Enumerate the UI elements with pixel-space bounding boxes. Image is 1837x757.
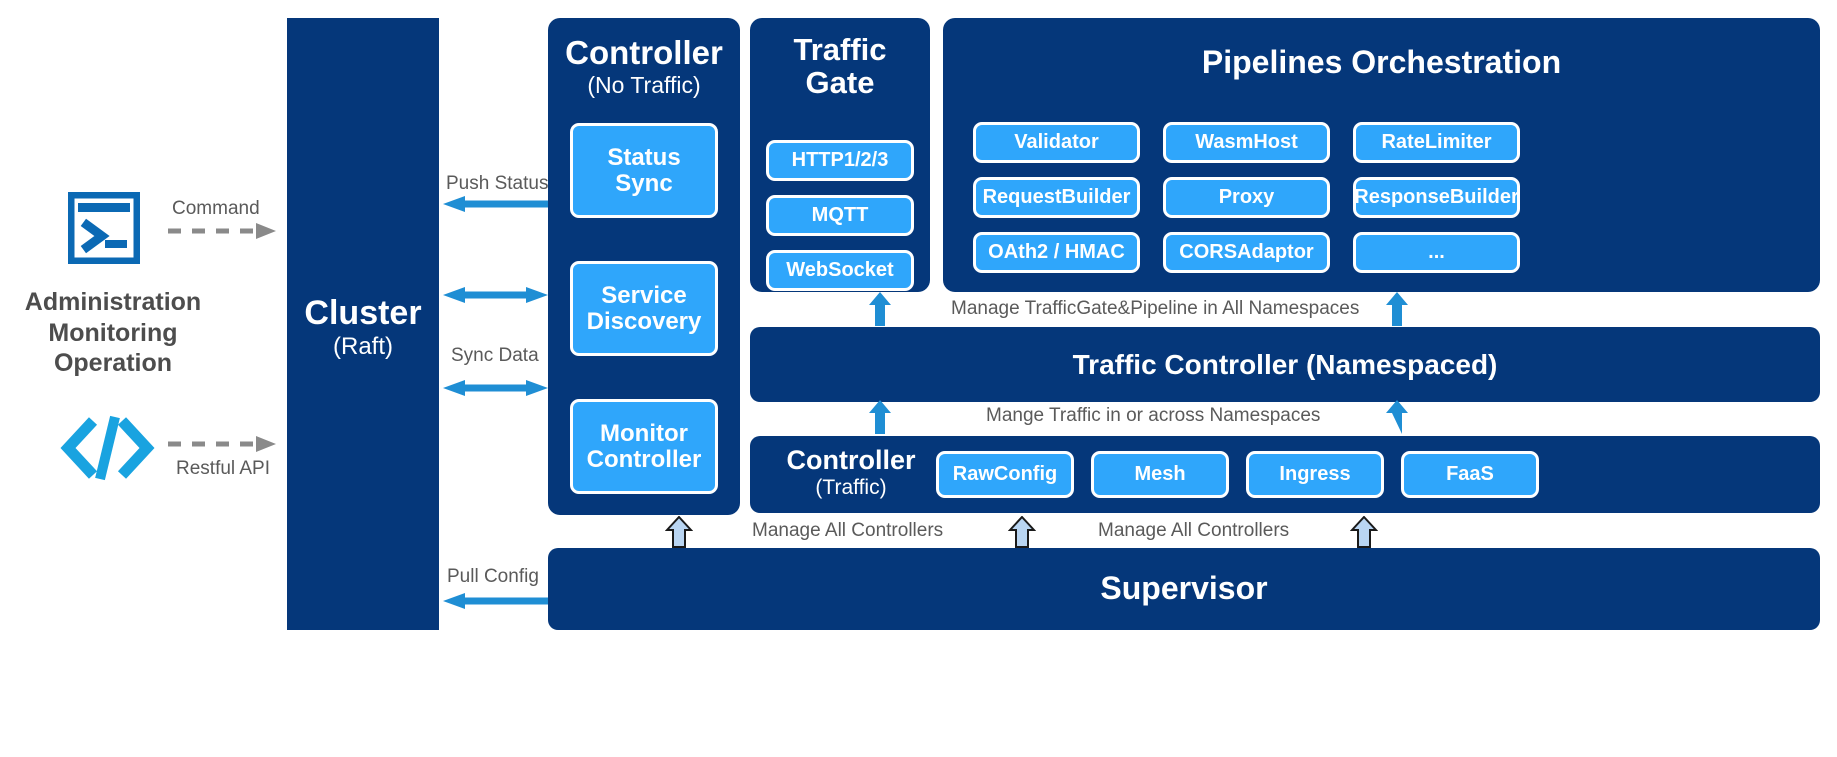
- chip-service-discovery[interactable]: Service Discovery: [570, 261, 718, 356]
- controller-no-traffic-title-group: Controller (No Traffic): [548, 18, 740, 97]
- chip-http[interactable]: HTTP1/2/3: [766, 140, 914, 181]
- restful-api-label: Restful API: [176, 458, 270, 479]
- chip-mesh[interactable]: Mesh: [1091, 451, 1229, 498]
- chip-oauth2-hmac-label: OAth2 / HMAC: [988, 240, 1125, 263]
- controller-no-traffic-panel[interactable]: Controller (No Traffic) Status Sync Serv…: [548, 18, 740, 515]
- chip-mqtt-label: MQTT: [811, 203, 869, 226]
- chip-validator-label: Validator: [1014, 130, 1099, 153]
- chip-mqtt[interactable]: MQTT: [766, 195, 914, 236]
- traffic-note-up-arrow-right: [1385, 400, 1409, 434]
- chip-ellipsis-label: ...: [1428, 240, 1445, 263]
- chip-requestbuilder[interactable]: RequestBuilder: [973, 177, 1140, 218]
- chip-corsadaptor[interactable]: CORSAdaptor: [1163, 232, 1330, 273]
- cluster-panel[interactable]: Cluster (Raft): [287, 18, 439, 630]
- controller-no-traffic-subtitle: (No Traffic): [587, 71, 701, 98]
- chip-ratelimiter-label: RateLimiter: [1381, 130, 1492, 153]
- chip-oauth2-hmac[interactable]: OAth2 / HMAC: [973, 232, 1140, 273]
- chip-wasmhost-label: WasmHost: [1195, 130, 1298, 153]
- controller-supervisor-up-arrow: [664, 515, 694, 548]
- supervisor-up-arrow-right: [1349, 515, 1379, 548]
- push-status-arrow: [443, 196, 548, 212]
- manage-traffic-note: Mange Traffic in or across Namespaces: [986, 405, 1321, 426]
- chip-mesh-label: Mesh: [1134, 462, 1186, 485]
- chip-status-sync-line1: Status: [607, 143, 681, 171]
- cluster-title: Cluster: [304, 294, 422, 332]
- chip-rawconfig[interactable]: RawConfig: [936, 451, 1074, 498]
- pipelines-panel[interactable]: Pipelines Orchestration Validator WasmHo…: [943, 18, 1820, 292]
- chip-faas[interactable]: FaaS: [1401, 451, 1539, 498]
- cluster-subtitle: (Raft): [333, 333, 393, 361]
- controller-traffic-title: Controller: [786, 445, 916, 475]
- chip-status-sync[interactable]: Status Sync: [570, 123, 718, 218]
- command-arrow: [168, 222, 278, 240]
- chip-validator[interactable]: Validator: [973, 122, 1140, 163]
- traffic-gate-title-group: Traffic Gate: [750, 18, 930, 100]
- pipeline-note-up-arrow-right: [1385, 292, 1409, 326]
- chip-rawconfig-label: RawConfig: [952, 462, 1058, 485]
- chip-responsebuilder[interactable]: ResponseBuilder: [1353, 177, 1520, 218]
- chip-proxy-label: Proxy: [1218, 185, 1275, 208]
- manage-pipeline-note: Manage TrafficGate&Pipeline in All Names…: [951, 298, 1360, 319]
- traffic-controller-panel[interactable]: Traffic Controller (Namespaced): [750, 327, 1820, 402]
- traffic-gate-panel[interactable]: Traffic Gate HTTP1/2/3 MQTT WebSocket: [750, 18, 930, 292]
- controller-traffic-subtitle: (Traffic): [815, 475, 887, 499]
- sync-data-arrow-top: [443, 287, 548, 303]
- terminal-icon: [67, 191, 141, 265]
- controller-no-traffic-title: Controller: [565, 34, 723, 71]
- chip-monitor-controller-line1: Monitor: [600, 419, 688, 447]
- left-caption: Administration Monitoring Operation: [10, 287, 216, 379]
- sync-data-label: Sync Data: [451, 345, 539, 366]
- chip-faas-label: FaaS: [1446, 462, 1494, 485]
- chip-websocket-label: WebSocket: [786, 258, 894, 281]
- controller-traffic-panel[interactable]: Controller (Traffic) RawConfig Mesh Ingr…: [750, 436, 1820, 513]
- traffic-gate-title-line1: Traffic: [793, 32, 887, 67]
- chip-service-discovery-line1: Service: [601, 281, 687, 309]
- caption-line-3: Operation: [53, 349, 173, 377]
- push-status-label: Push Status: [446, 173, 549, 194]
- chip-ellipsis[interactable]: ...: [1353, 232, 1520, 273]
- pull-config-label: Pull Config: [447, 566, 539, 587]
- chip-ratelimiter[interactable]: RateLimiter: [1353, 122, 1520, 163]
- supervisor-up-arrow-mid: [1007, 515, 1037, 548]
- sync-data-arrow-bottom: [443, 380, 548, 396]
- command-label: Command: [172, 198, 260, 219]
- pull-config-arrow: [443, 593, 548, 609]
- chip-status-sync-line2: Sync: [615, 169, 673, 197]
- pipelines-title: Pipelines Orchestration: [1201, 44, 1562, 80]
- traffic-controller-title: Traffic Controller (Namespaced): [1072, 348, 1498, 380]
- chip-ingress-label: Ingress: [1279, 462, 1351, 485]
- chip-monitor-controller[interactable]: Monitor Controller: [570, 399, 718, 494]
- restful-api-arrow: [168, 435, 278, 453]
- chip-service-discovery-line2: Discovery: [586, 307, 702, 335]
- manage-all-controllers-right: Manage All Controllers: [1098, 520, 1290, 541]
- supervisor-title: Supervisor: [1100, 570, 1268, 607]
- chip-websocket[interactable]: WebSocket: [766, 250, 914, 291]
- chip-monitor-controller-line2: Controller: [586, 445, 702, 473]
- pipeline-note-up-arrow-left: [868, 292, 892, 326]
- cluster-title-group: Cluster (Raft): [287, 294, 439, 362]
- caption-line-2: Monitoring: [48, 318, 178, 347]
- chip-responsebuilder-label: ResponseBuilder: [1354, 185, 1519, 208]
- chip-http-label: HTTP1/2/3: [791, 148, 889, 171]
- chip-wasmhost[interactable]: WasmHost: [1163, 122, 1330, 163]
- caption-line-1: Administration: [24, 288, 202, 316]
- supervisor-panel[interactable]: Supervisor: [548, 548, 1820, 630]
- code-brackets-icon: [60, 413, 155, 483]
- chip-proxy[interactable]: Proxy: [1163, 177, 1330, 218]
- controller-traffic-title-group: Controller (Traffic): [766, 445, 936, 500]
- chip-corsadaptor-label: CORSAdaptor: [1179, 240, 1314, 263]
- chip-ingress[interactable]: Ingress: [1246, 451, 1384, 498]
- traffic-note-up-arrow-left: [868, 400, 892, 434]
- manage-all-controllers-left: Manage All Controllers: [752, 520, 944, 541]
- traffic-gate-title-line2: Gate: [805, 64, 875, 100]
- chip-requestbuilder-label: RequestBuilder: [982, 185, 1131, 208]
